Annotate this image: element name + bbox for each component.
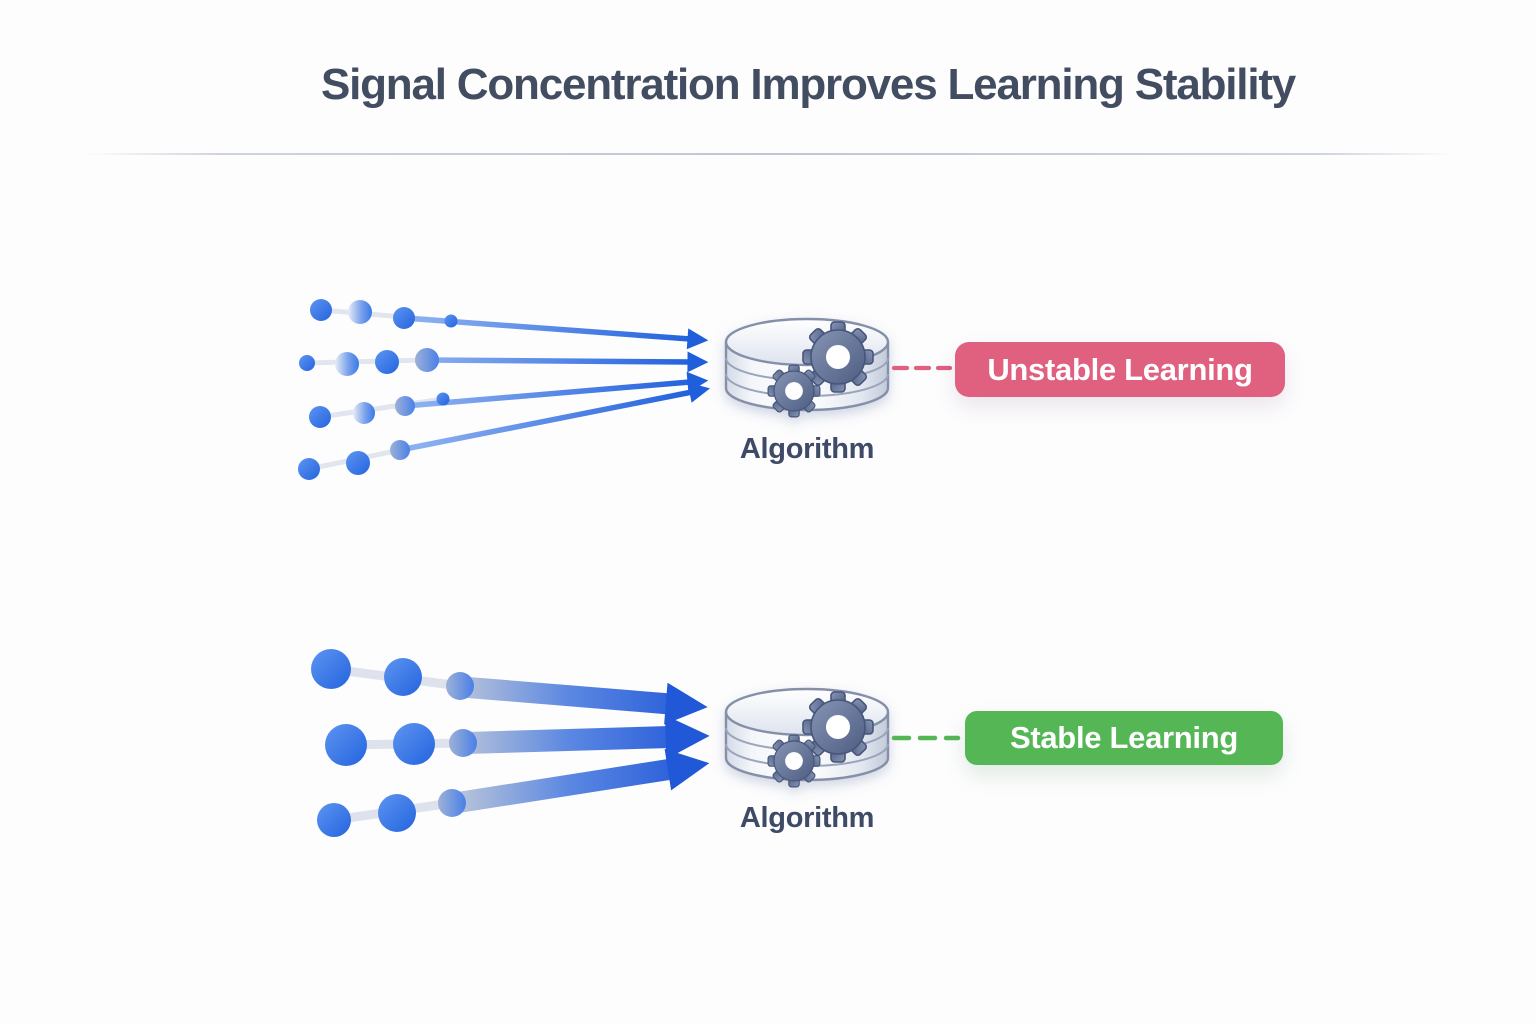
unstable-learning-badge: Unstable Learning [955,342,1285,397]
signal-row [325,715,710,766]
signal-row [310,299,709,350]
signal-dot [299,355,315,371]
signal-dot [393,723,435,765]
signal-row [311,649,708,725]
signal-row [298,382,711,480]
signal-dot [449,729,477,757]
signal-arrow [453,748,710,814]
signal-dot [438,789,466,817]
signal-arrow [461,676,708,725]
signal-dot [384,658,422,696]
signal-dot [390,440,410,460]
signal-dot [378,794,416,832]
unstable-signal-group [298,299,711,480]
signal-dot [444,314,458,328]
signal-dot [353,402,375,424]
signal-dot [446,672,474,700]
signal-dot [375,350,399,374]
signal-arrow [465,715,710,760]
stable-learning-badge: Stable Learning [965,711,1283,765]
signal-row [317,748,710,837]
stable-badge-label: Stable Learning [1009,720,1239,755]
algorithm-label-stable: Algorithm [739,802,875,834]
signal-dot [346,451,370,475]
title-divider [85,153,1455,155]
signal-dot [436,392,450,406]
signal-dot [395,396,415,416]
signal-dot [310,299,332,321]
signal-dot [348,300,372,324]
signal-row [309,371,709,428]
signal-arrow [399,382,711,453]
database-gears-icon [726,689,888,787]
signal-dot [415,348,439,372]
page-title: Signal Concentration Improves Learning S… [320,60,1296,109]
signal-arrow [426,351,709,373]
signal-dot [335,352,359,376]
database-gears-icon [726,319,888,417]
signal-dot [311,649,351,689]
signal-dot [325,724,367,766]
signal-arrow [404,371,709,409]
signal-dot [317,803,351,837]
algorithm-label-unstable: Algorithm [739,433,875,465]
unstable-badge-label: Unstable Learning [987,351,1253,387]
stable-signal-group [311,649,710,837]
signal-dot [298,458,320,480]
signal-dot [309,406,331,428]
signal-dot [393,307,415,329]
signal-row [299,348,709,376]
